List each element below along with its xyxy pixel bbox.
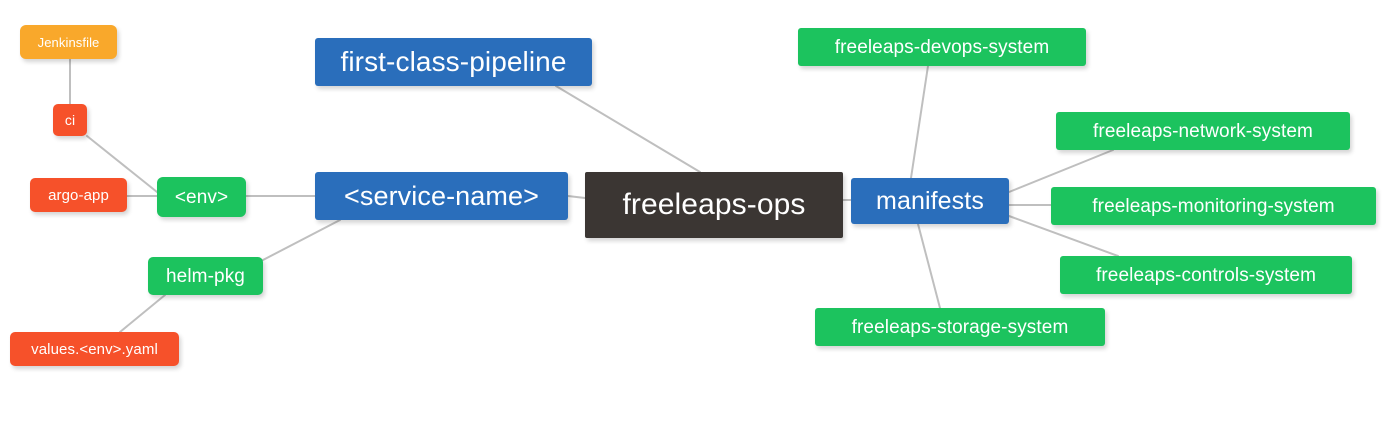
node-label-helm-pkg: helm-pkg	[166, 265, 245, 287]
edge-service-name-to-helm-pkg	[262, 219, 341, 261]
node-label-freeleaps-network-system: freeleaps-network-system	[1093, 120, 1313, 142]
node-values-env-yaml[interactable]: values.<env>.yaml	[10, 332, 179, 366]
edge-freeleaps-devops-system-to-manifests	[910, 65, 929, 179]
node-label-freeleaps-storage-system: freeleaps-storage-system	[851, 316, 1069, 338]
node-helm-pkg[interactable]: helm-pkg	[148, 257, 263, 295]
node-label-freeleaps-monitoring-system: freeleaps-monitoring-system	[1092, 195, 1335, 217]
node-label-values-env-yaml: values.<env>.yaml	[31, 340, 158, 358]
node-label-ci: ci	[64, 112, 76, 128]
edge-first-class-pipeline-to-freeleaps-ops	[555, 85, 701, 173]
node-ci[interactable]: ci	[53, 104, 87, 136]
node-label-jenkinsfile: Jenkinsfile	[37, 34, 100, 50]
node-jenkinsfile[interactable]: Jenkinsfile	[20, 25, 117, 59]
node-label-freeleaps-devops-system: freeleaps-devops-system	[834, 36, 1050, 58]
edge-ci-to-env	[86, 135, 158, 193]
node-label-first-class-pipeline: first-class-pipeline	[340, 46, 567, 77]
node-env[interactable]: <env>	[157, 177, 246, 217]
node-first-class-pipeline[interactable]: first-class-pipeline	[315, 38, 592, 86]
node-service-name[interactable]: <service-name>	[315, 172, 568, 220]
node-label-manifests: manifests	[876, 186, 984, 215]
edge-manifests-to-freeleaps-network-system	[1008, 149, 1114, 193]
node-argo-app[interactable]: argo-app	[30, 178, 127, 212]
node-freeleaps-controls-system[interactable]: freeleaps-controls-system	[1060, 256, 1352, 294]
node-freeleaps-monitoring-system[interactable]: freeleaps-monitoring-system	[1051, 187, 1376, 225]
node-label-freeleaps-controls-system: freeleaps-controls-system	[1095, 264, 1317, 286]
edge-helm-pkg-to-values-env-yaml	[119, 294, 166, 333]
node-manifests[interactable]: manifests	[851, 178, 1009, 224]
node-freeleaps-ops[interactable]: freeleaps-ops	[585, 172, 843, 238]
edge-service-name-to-freeleaps-ops	[567, 195, 586, 199]
node-label-service-name: <service-name>	[344, 180, 539, 211]
node-label-argo-app: argo-app	[48, 186, 109, 204]
node-freeleaps-devops-system[interactable]: freeleaps-devops-system	[798, 28, 1086, 66]
node-label-freeleaps-ops: freeleaps-ops	[622, 188, 806, 221]
node-label-env: <env>	[174, 186, 229, 208]
edge-manifests-to-freeleaps-controls-system	[1008, 215, 1119, 257]
edge-manifests-to-freeleaps-storage-system	[917, 223, 941, 309]
node-freeleaps-network-system[interactable]: freeleaps-network-system	[1056, 112, 1350, 150]
node-freeleaps-storage-system[interactable]: freeleaps-storage-system	[815, 308, 1105, 346]
